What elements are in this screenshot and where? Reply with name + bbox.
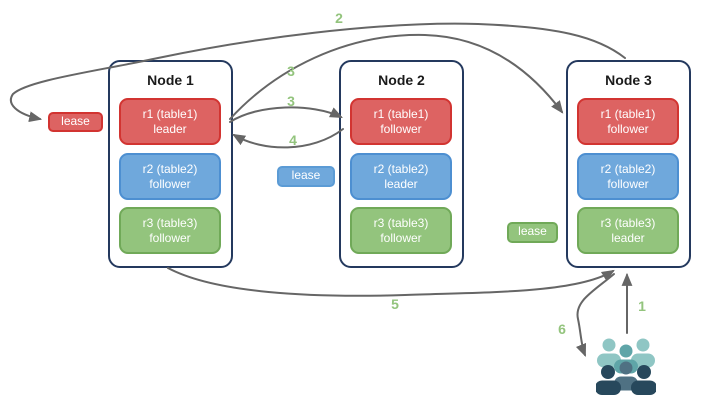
replica-role: follower	[380, 230, 422, 245]
replica-name: r2 (table2)	[373, 161, 429, 176]
node3-replica-r3: r3 (table3) leader	[577, 207, 679, 254]
lease-label: lease	[291, 168, 321, 182]
node-3-box: Node 3 r1 (table1) follower r2 (table2) …	[566, 60, 691, 268]
replica-name: r3 (table3)	[373, 215, 429, 230]
replica-name: r2 (table2)	[600, 161, 656, 176]
lease-badge-table2: lease	[277, 166, 335, 187]
lease-badge-table1: lease	[48, 112, 103, 132]
lease-badge-table3: lease	[507, 222, 558, 243]
node-2-title: Node 2	[378, 72, 425, 88]
replica-role: follower	[149, 230, 191, 245]
replica-role: leader	[384, 176, 418, 191]
node-2-box: Node 2 r1 (table1) follower r2 (table2) …	[339, 60, 464, 268]
node-3-title: Node 3	[605, 72, 652, 88]
node2-replica-r3: r3 (table3) follower	[350, 207, 452, 254]
node1-replica-r1: r1 (table1) leader	[119, 98, 221, 145]
node3-replica-r1: r1 (table1) follower	[577, 98, 679, 145]
lease-label: lease	[518, 224, 547, 238]
node-1-box: Node 1 r1 (table1) leader r2 (table2) fo…	[108, 60, 233, 268]
flow-step-4-label: 4	[289, 132, 297, 148]
person-front-right	[631, 365, 656, 395]
arrow-step2-node3-to-lease1	[10, 22, 626, 122]
replica-role: leader	[153, 121, 187, 136]
node2-replica-r2: r2 (table2) leader	[350, 153, 452, 200]
node2-replica-r1: r1 (table1) follower	[350, 98, 452, 145]
replica-name: r3 (table3)	[600, 215, 656, 230]
flow-step-6-label: 6	[558, 321, 566, 337]
flow-step-3a-label: 3	[287, 63, 295, 79]
node1-replica-r2: r2 (table2) follower	[119, 153, 221, 200]
arrow-step5-node1-to-node3	[167, 267, 615, 297]
flow-step-2-label: 2	[335, 10, 343, 26]
node1-replica-r3: r3 (table3) follower	[119, 207, 221, 254]
person-front-left	[596, 365, 621, 395]
replica-role: follower	[607, 121, 649, 136]
replica-name: r1 (table1)	[373, 106, 429, 121]
flow-step-3b-label: 3	[287, 93, 295, 109]
replica-name: r1 (table1)	[142, 106, 198, 121]
replica-name: r1 (table1)	[600, 106, 656, 121]
flow-step-5-label: 5	[391, 296, 399, 312]
replica-role: follower	[607, 176, 649, 191]
arrow-step3-leader-to-node2	[229, 106, 343, 123]
flow-step-1-label: 1	[638, 298, 646, 314]
replica-role: follower	[380, 121, 422, 136]
replica-name: r2 (table2)	[142, 161, 198, 176]
replica-name: r3 (table3)	[142, 215, 198, 230]
lease-label: lease	[61, 114, 90, 128]
node-1-title: Node 1	[147, 72, 194, 88]
node3-replica-r2: r2 (table2) follower	[577, 153, 679, 200]
replica-role: follower	[149, 176, 191, 191]
users-crowd-icon	[596, 338, 656, 395]
replica-role: leader	[611, 230, 645, 245]
